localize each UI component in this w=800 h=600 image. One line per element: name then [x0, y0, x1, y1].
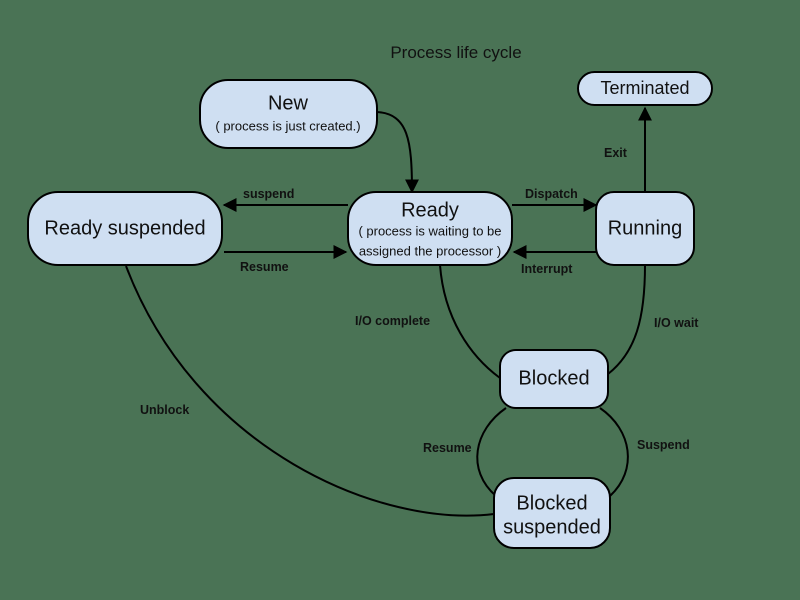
node-new-shape[interactable]	[199, 79, 378, 149]
edge-blocked-suspended-to-blocked	[476, 407, 507, 497]
node-running-label: Running	[608, 217, 683, 239]
node-ready-suspended-shape[interactable]	[27, 191, 223, 266]
node-ready-suspended-label: Ready suspended	[44, 217, 205, 239]
edge-label-interrupt: Interrupt	[521, 262, 573, 276]
node-terminated-label: Terminated	[600, 78, 689, 98]
node-ready-label: Ready	[401, 199, 459, 221]
edge-label-io-complete: I/O complete	[355, 314, 430, 328]
edge-label-exit: Exit	[604, 146, 628, 160]
node-ready-sublabel-line2: assigned the processor )	[359, 243, 501, 258]
node-new-label: New	[268, 92, 309, 114]
node-running[interactable]: Running	[595, 191, 695, 266]
node-terminated-shape[interactable]	[577, 71, 713, 106]
edge-blocked-to-ready	[439, 264, 501, 379]
edge-label-resume-ready: Resume	[240, 260, 289, 274]
node-blocked-shape[interactable]	[499, 349, 609, 409]
node-ready-sublabel-line1: ( process is waiting to be	[358, 223, 501, 238]
node-ready-suspended[interactable]: Ready suspended	[27, 191, 223, 266]
node-new[interactable]: New ( process is just created.)	[199, 79, 378, 149]
edge-label-dispatch: Dispatch	[525, 187, 578, 201]
edge-running-to-blocked	[607, 264, 646, 375]
node-blocked-suspended-shape[interactable]	[493, 477, 611, 549]
node-blocked-suspended[interactable]: Blocked suspended	[493, 477, 611, 549]
node-blocked-label: Blocked	[518, 367, 589, 389]
node-blocked-suspended-label-line1: Blocked	[516, 492, 587, 514]
edge-label-suspend: suspend	[243, 187, 294, 201]
diagram-title: Process life cycle	[390, 43, 521, 62]
node-blocked-suspended-label-line2: suspended	[503, 516, 601, 538]
edge-label-resume-blocked: Resume	[423, 441, 472, 455]
node-running-shape[interactable]	[595, 191, 695, 266]
edge-label-io-wait: I/O wait	[654, 316, 699, 330]
node-terminated[interactable]: Terminated	[577, 71, 713, 106]
edge-new-to-ready	[376, 111, 419, 194]
edge-label-suspend-blocked: Suspend	[637, 438, 690, 452]
edge-label-unblock: Unblock	[140, 403, 189, 417]
node-blocked[interactable]: Blocked	[499, 349, 609, 409]
node-new-sublabel: ( process is just created.)	[215, 118, 360, 133]
node-ready-shape[interactable]	[347, 191, 513, 266]
edge-blocked-suspended-to-ready-suspended	[125, 265, 495, 517]
node-ready[interactable]: Ready ( process is waiting to be assigne…	[347, 191, 513, 266]
edge-blocked-to-blocked-suspended	[599, 407, 629, 497]
